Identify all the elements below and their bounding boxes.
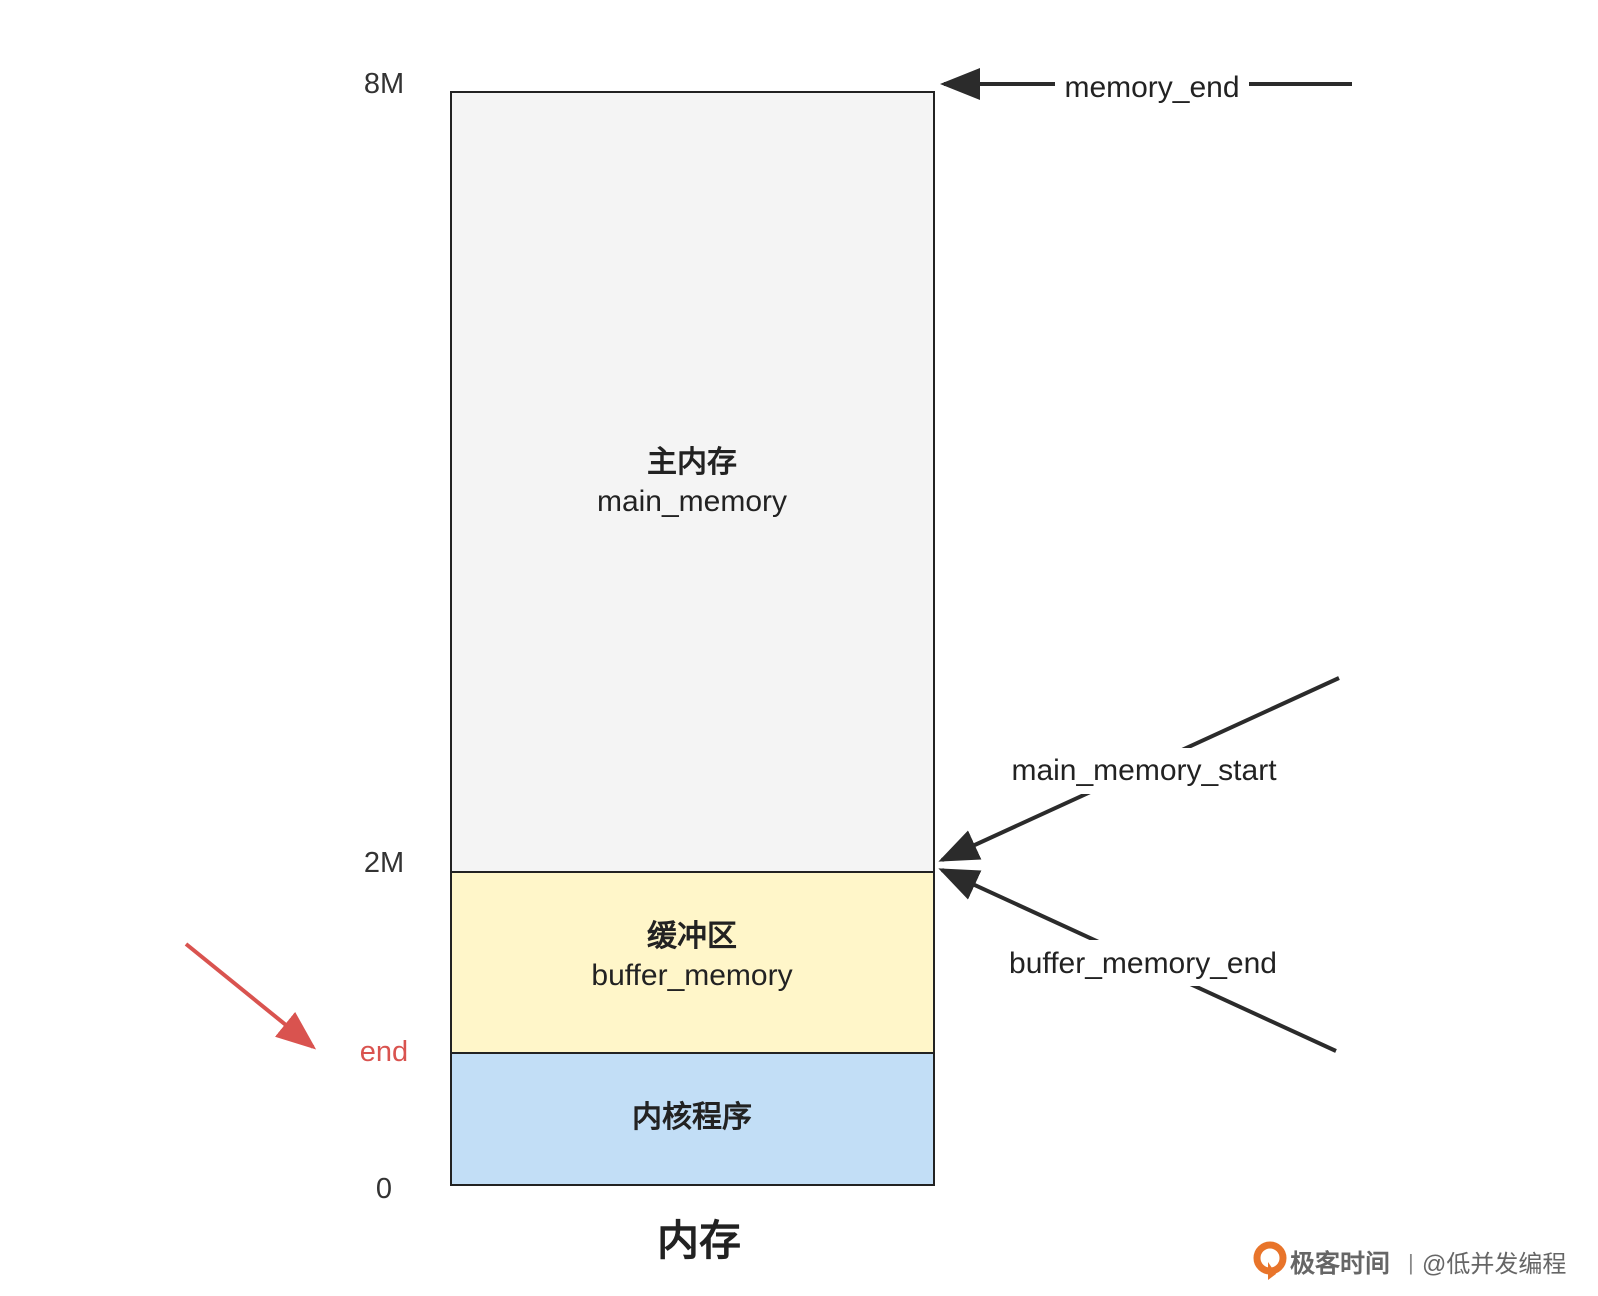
region-kernel-cn: 内核程序 bbox=[632, 1100, 752, 1134]
region-main-en: main_memory bbox=[597, 485, 787, 518]
end-marker-arrow bbox=[184, 942, 317, 1050]
kernel-region bbox=[450, 1052, 935, 1186]
main-memory-region bbox=[450, 91, 935, 873]
label-zero: 0 bbox=[376, 1173, 392, 1205]
pointer-memory-end: memory_end bbox=[1064, 71, 1239, 104]
geektime-logo-icon bbox=[1253, 1241, 1287, 1280]
region-buffer-en: buffer_memory bbox=[591, 959, 792, 992]
watermark-brand: 极客时间 bbox=[1290, 1249, 1390, 1278]
watermark-separator: | bbox=[1408, 1250, 1414, 1275]
pointer-buffer-memory-end: buffer_memory_end bbox=[1009, 947, 1277, 980]
pointer-main-memory-start: main_memory_start bbox=[1011, 754, 1277, 787]
buffer-memory-region bbox=[450, 871, 935, 1054]
label-8m: 8M bbox=[364, 68, 404, 100]
region-buffer-cn: 缓冲区 bbox=[647, 920, 737, 953]
watermark-author: @低并发编程 bbox=[1422, 1251, 1566, 1278]
region-main-cn: 主内存 bbox=[647, 446, 737, 479]
diagram-title: 内存 bbox=[657, 1217, 741, 1264]
label-2m: 2M bbox=[364, 847, 404, 879]
label-end: end bbox=[360, 1036, 408, 1068]
watermark: 极客时间 | @低并发编程 bbox=[1253, 1241, 1566, 1280]
